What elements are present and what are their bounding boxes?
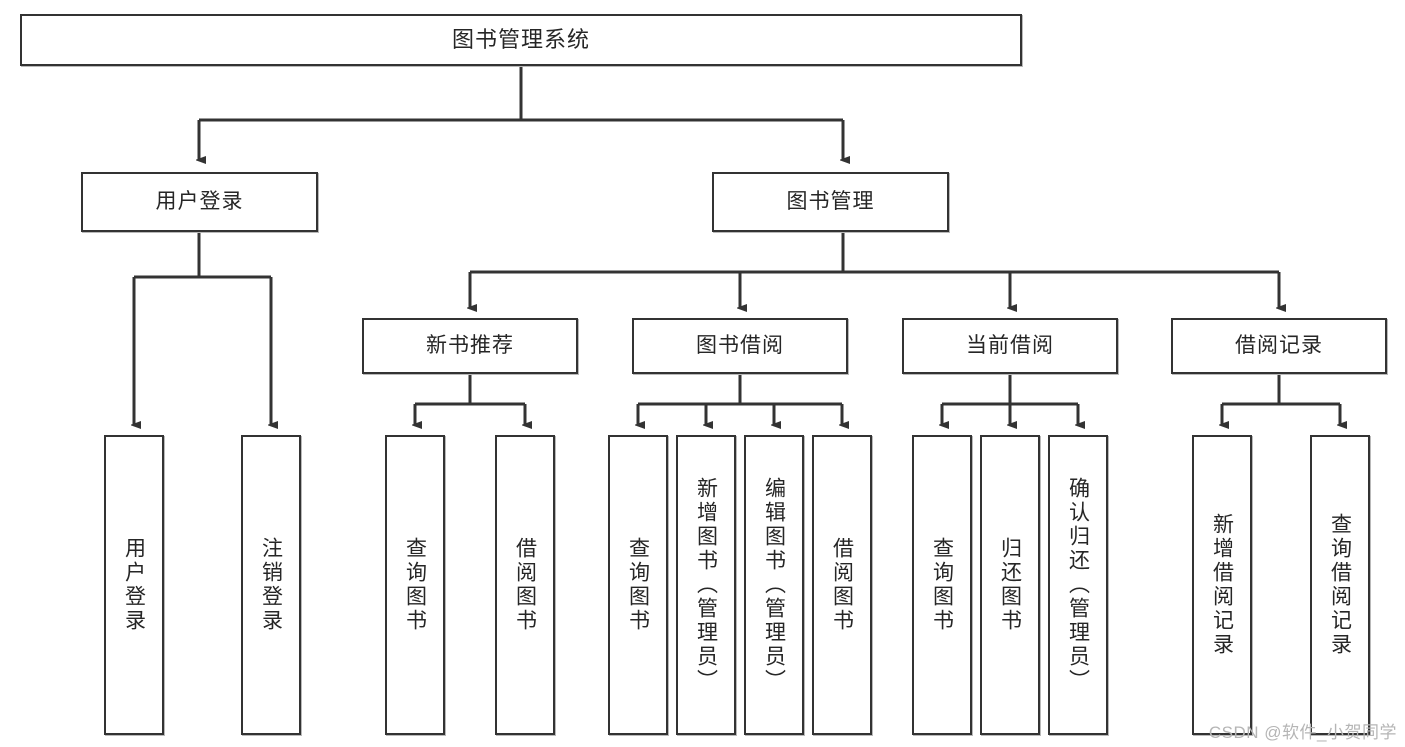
edges-new-book — [415, 374, 525, 425]
node-book-management[interactable]: 图书管理 — [712, 172, 949, 232]
leaf-borrow-record-query-record[interactable]: 查询借阅记录 — [1310, 435, 1370, 735]
node-label: 确认归还（管理员） — [1066, 477, 1090, 693]
edges-user-login — [134, 232, 271, 425]
leaf-current-borrow-query-book[interactable]: 查询图书 — [912, 435, 972, 735]
node-label: 新书推荐 — [426, 333, 514, 357]
leaf-current-borrow-return-book[interactable]: 归还图书 — [980, 435, 1040, 735]
node-label: 图书管理系统 — [451, 27, 590, 53]
edges-root — [199, 66, 843, 160]
node-label: 借阅图书 — [830, 537, 854, 633]
node-book-borrow[interactable]: 图书借阅 — [632, 318, 848, 374]
node-label: 用户登录 — [122, 537, 146, 633]
leaf-book-borrow-query-book[interactable]: 查询图书 — [608, 435, 668, 735]
node-new-book-recommend[interactable]: 新书推荐 — [362, 318, 578, 374]
edges-borrow-record — [1222, 374, 1340, 425]
node-label: 查询图书 — [403, 537, 427, 633]
node-label: 新增图书（管理员） — [694, 477, 718, 693]
leaf-current-borrow-confirm-return[interactable]: 确认归还（管理员） — [1048, 435, 1108, 735]
watermark-text: CSDN @软件_小贺同学 — [1208, 723, 1397, 742]
node-user-login[interactable]: 用户登录 — [81, 172, 318, 232]
node-label: 查询图书 — [626, 537, 650, 633]
leaf-new-book-borrow-book[interactable]: 借阅图书 — [495, 435, 555, 735]
node-label: 图书借阅 — [696, 333, 784, 357]
leaf-book-borrow-add-book[interactable]: 新增图书（管理员） — [676, 435, 736, 735]
node-label: 查询图书 — [930, 537, 954, 633]
node-label: 新增借阅记录 — [1210, 513, 1234, 657]
node-label: 用户登录 — [155, 189, 244, 213]
leaf-user-login-login[interactable]: 用户登录 — [104, 435, 164, 735]
node-label: 借阅图书 — [513, 537, 537, 633]
leaf-book-borrow-borrow-book[interactable]: 借阅图书 — [812, 435, 872, 735]
node-label: 注销登录 — [259, 537, 283, 633]
edges-current-borrow — [942, 374, 1078, 425]
edges-book-mgmt — [470, 232, 1279, 308]
leaf-user-login-logout[interactable]: 注销登录 — [241, 435, 301, 735]
node-label: 编辑图书（管理员） — [762, 477, 786, 693]
node-label: 图书管理 — [786, 189, 875, 213]
edges-book-borrow — [638, 374, 842, 425]
node-borrow-record[interactable]: 借阅记录 — [1171, 318, 1387, 374]
node-label: 查询借阅记录 — [1328, 513, 1352, 657]
node-current-borrow[interactable]: 当前借阅 — [902, 318, 1118, 374]
leaf-borrow-record-add-record[interactable]: 新增借阅记录 — [1192, 435, 1252, 735]
node-label: 借阅记录 — [1235, 333, 1323, 357]
node-root-book-management-system[interactable]: 图书管理系统 — [20, 14, 1022, 66]
leaf-new-book-query-book[interactable]: 查询图书 — [385, 435, 445, 735]
node-label: 归还图书 — [998, 537, 1022, 633]
leaf-book-borrow-edit-book[interactable]: 编辑图书（管理员） — [744, 435, 804, 735]
node-label: 当前借阅 — [966, 333, 1054, 357]
